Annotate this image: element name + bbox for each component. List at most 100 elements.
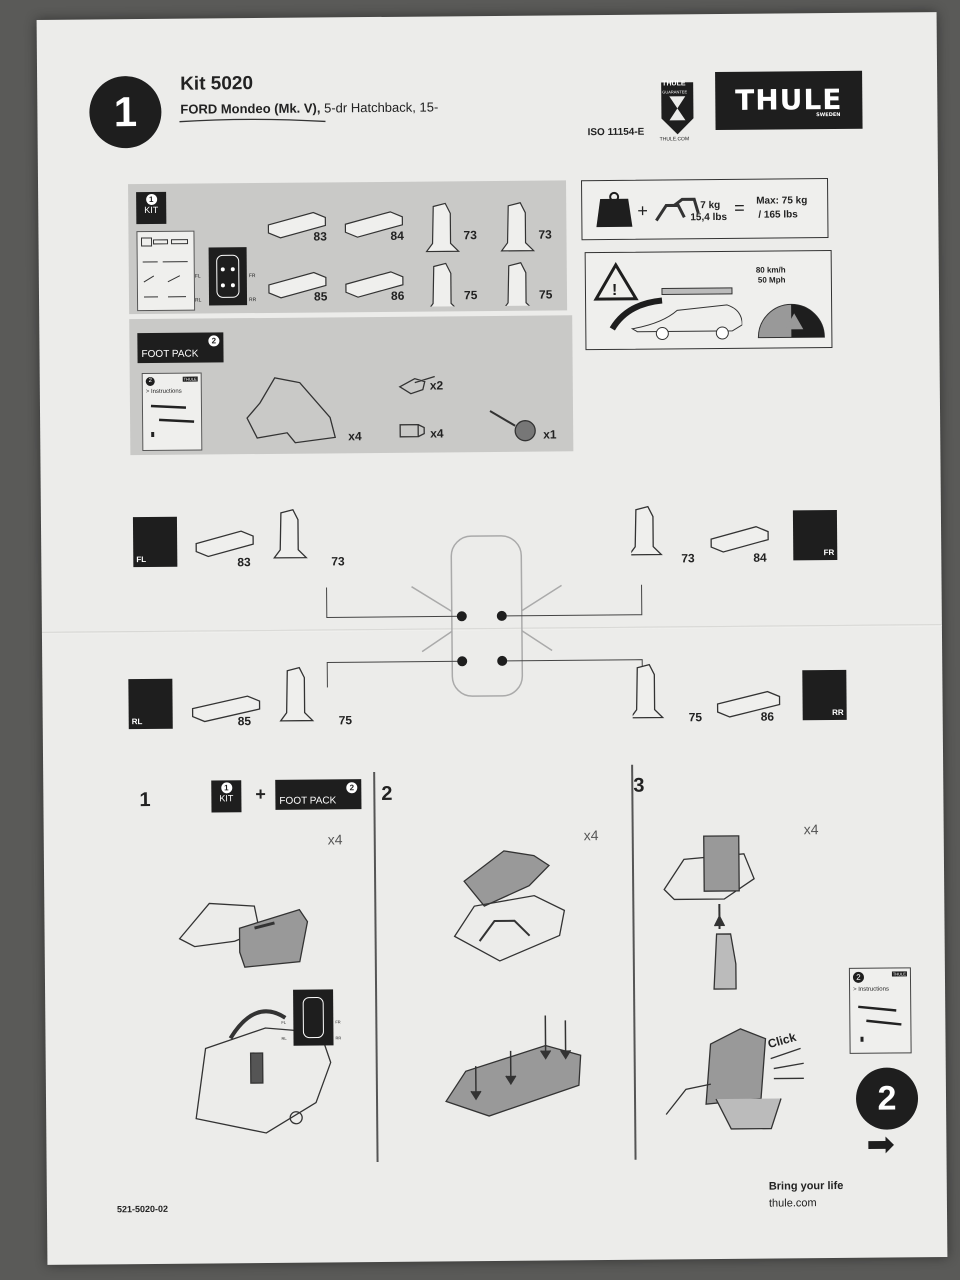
car-top-view [326, 535, 643, 697]
step3-number: 3 [633, 774, 645, 797]
key-qty: x2 [429, 378, 444, 393]
foot-pack-instr-thumb: 2 THULE > Instructions [141, 372, 203, 452]
foot-pack-panel: 2 FOOT PACK 2 THULE > Instructions x4 x2… [129, 315, 574, 456]
kit-parts-illustration [267, 202, 536, 308]
load-plus: + [637, 200, 648, 221]
rl-pad: 85 [237, 714, 252, 729]
thule-logo: THULE SWEDEN [715, 70, 863, 131]
step1-kit-label: KIT [219, 793, 234, 804]
foot-pack-instr-brand: THULE [182, 376, 198, 382]
step1-kit-num: 1 [220, 782, 232, 794]
foot-pack-badge: 2 FOOT PACK [137, 332, 224, 364]
kit-instruction-thumb [136, 230, 196, 312]
next-instr-thumb: 2 THULE > Instructions [848, 967, 912, 1054]
step3-illustration [663, 835, 804, 1130]
part-84: 84 [390, 228, 404, 243]
next-instr-text: > Instructions [853, 986, 889, 993]
foot-pack-instr-num: 2 [145, 376, 155, 387]
fl-parts [195, 508, 308, 559]
tagline: Bring your life [768, 1179, 844, 1193]
kit-badge-num: 1 [145, 193, 157, 206]
rl-foot: 75 [338, 713, 353, 728]
step-divider-2 [631, 764, 637, 1160]
step1-qty: x4 [327, 831, 343, 848]
doc-id: 521-5020-02 [116, 1203, 169, 1215]
max-load: Max: 75 kg [756, 195, 808, 207]
rr-parts [632, 663, 781, 719]
step2-number: 2 [381, 782, 393, 805]
step1-mini-map: FL FR RL RR [281, 989, 341, 1046]
step1-mini-rr: RR [335, 1035, 342, 1041]
fr-foot: 73 [681, 551, 695, 566]
fl-tag-text: FL [136, 555, 147, 565]
step1-pack-num: 2 [346, 782, 358, 794]
guarantee-mid: GUARANTEE [662, 89, 688, 95]
lock-qty: x4 [430, 426, 444, 441]
kit-badge-label: KIT [144, 204, 159, 216]
step1-illustration [178, 902, 332, 1134]
weight-icon [596, 191, 700, 228]
guarantee-url: THULE.COM [659, 136, 690, 143]
step1-number: 1 [139, 788, 151, 812]
part-85: 85 [313, 289, 328, 304]
mini-rl: RL [195, 297, 202, 304]
next-instr-num: 2 [852, 971, 865, 983]
next-page-circle[interactable]: 2 [855, 1067, 919, 1130]
next-instr-brand: THULE [891, 971, 907, 977]
instruction-sheet: 1 Kit 5020 FORD Mondeo (Mk. V), 5-dr Hat… [36, 12, 948, 1265]
part-75a: 75 [463, 288, 478, 303]
step2-illustration [445, 850, 582, 1117]
fr-tag-text: FR [823, 548, 835, 558]
step1-pack-badge: 2 FOOT PACK [275, 779, 362, 810]
svg-text:!: ! [612, 282, 617, 299]
title-underline [179, 118, 326, 123]
logo-sub: SWEDEN [816, 111, 841, 118]
part-83: 83 [313, 229, 327, 244]
foot-pack-parts [246, 375, 536, 444]
fr-parts [630, 505, 769, 556]
iso-label: ISO 11154-E [587, 126, 645, 139]
speed-kmh: 80 km/h [755, 265, 786, 275]
step1-pack-label: FOOT PACK [279, 795, 337, 807]
mini-rr: RR [249, 297, 257, 304]
step1-plus: + [255, 783, 266, 805]
max-load-lbs: / 165 lbs [758, 209, 798, 221]
warning-car-illustration: ! [593, 261, 743, 341]
step1-mini-rl: RL [281, 1035, 287, 1041]
rr-tag-text: RR [832, 707, 844, 718]
foot-pack-badge-label: FOOT PACK [141, 348, 199, 361]
speed-warning-box: ! 80 km/h 50 Mph [584, 250, 833, 351]
step1-mini-fl: FL [281, 1019, 287, 1025]
load-equals: = [734, 197, 745, 218]
guarantee-badge: THULE GUARANTEE THULE.COM [659, 78, 696, 143]
speed-mph: 50 Mph [757, 275, 786, 285]
kit-contents-panel: 1 KIT FL FR RL RR 83 [128, 180, 568, 315]
part-75b: 75 [538, 287, 553, 302]
rr-pad: 86 [760, 709, 775, 724]
speedometer-icon [757, 303, 825, 339]
vehicle-line: FORD Mondeo (Mk. V), 5-dr Hatchback, 15- [180, 99, 438, 116]
part-73b: 73 [538, 227, 552, 242]
fr-tag: FR [792, 509, 838, 561]
load-rating-box: + 7 kg 15,4 lbs = Max: 75 kg / 165 lbs [581, 178, 829, 241]
next-arrow-icon[interactable]: ➡ [866, 1125, 896, 1164]
page-step-circle: 1 [89, 75, 162, 149]
rr-foot: 75 [688, 710, 703, 725]
rl-parts [191, 666, 315, 723]
step1-mini-fr: FR [335, 1019, 341, 1025]
vehicle-model: FORD Mondeo (Mk. V), [180, 100, 321, 117]
tool-qty: x1 [543, 427, 557, 442]
kit-badge: 1 KIT [136, 191, 167, 225]
kit-position-map: FL FR RL RR [195, 247, 256, 306]
fr-pad: 84 [753, 550, 767, 565]
vehicle-variant: 5-dr Hatchback, 15- [320, 99, 439, 116]
fl-tag: FL [132, 516, 178, 568]
guarantee-top: THULE [662, 80, 686, 88]
foot-qty: x4 [348, 429, 362, 444]
rack-weight: 7 kg [700, 199, 721, 212]
mini-fr: FR [248, 273, 256, 280]
rr-tag: RR [802, 669, 847, 721]
mini-fl: FL [194, 273, 201, 280]
step1-kit-badge: 1 KIT [211, 780, 242, 813]
thule-url[interactable]: thule.com [768, 1197, 817, 1210]
